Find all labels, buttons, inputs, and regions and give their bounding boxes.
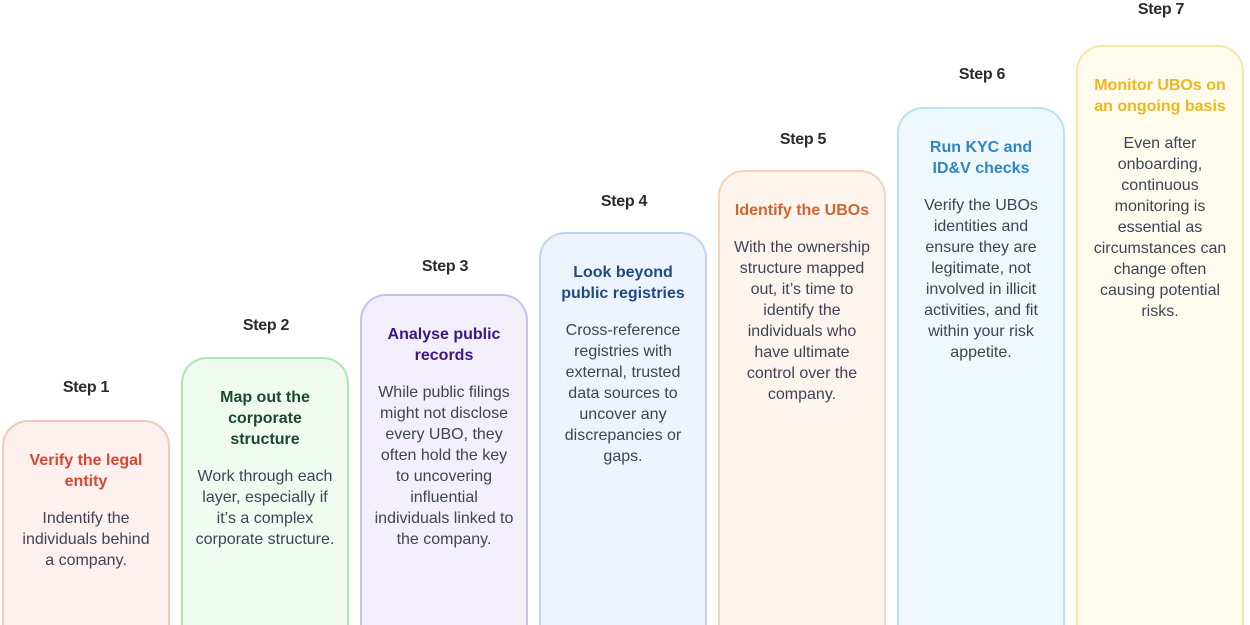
step-1-label: Step 1 <box>62 379 110 396</box>
step-3-card: Analyse public records While public fili… <box>360 294 528 625</box>
step-5-card: Identify the UBOs With the ownership str… <box>718 170 886 625</box>
step-7-title: Monitor UBOs on an ongoing basis <box>1094 77 1226 115</box>
step-1-title: Verify the legal entity <box>29 452 143 490</box>
step-6-description: Verify the UBOs identities and ensure th… <box>924 197 1038 361</box>
step-2-description: Work through each layer, especially if i… <box>195 468 335 548</box>
step-3-title: Analyse public records <box>387 326 501 364</box>
step-3-label: Step 3 <box>421 258 469 275</box>
step-4-label: Step 4 <box>600 193 648 210</box>
step-1-description: Indentify the individuals behind a compa… <box>22 510 150 569</box>
step-5-label: Step 5 <box>779 131 827 148</box>
step-7-label: Step 7 <box>1137 1 1185 18</box>
step-3-description: While public filings might not disclose … <box>374 384 514 548</box>
step-7-description: Even after onboarding, continuous monito… <box>1093 135 1227 320</box>
step-2-title: Map out the corporate structure <box>220 389 310 448</box>
step-6-title: Run KYC and ID&V checks <box>929 139 1033 177</box>
step-4-description: Cross-reference registries with external… <box>564 322 682 465</box>
step-2-label: Step 2 <box>242 317 290 334</box>
step-4-card: Look beyond public registries Cross-refe… <box>539 232 707 625</box>
step-5-description: With the ownership structure mapped out,… <box>733 239 871 403</box>
step-2-card: Map out the corporate structure Work thr… <box>181 357 349 625</box>
step-6-label: Step 6 <box>958 66 1006 83</box>
step-4-title: Look beyond public registries <box>561 264 685 302</box>
step-6-card: Run KYC and ID&V checks Verify the UBOs … <box>897 107 1065 625</box>
step-1-card: Verify the legal entity Indentify the in… <box>2 420 170 625</box>
step-5-title: Identify the UBOs <box>734 202 870 219</box>
step-7-card: Monitor UBOs on an ongoing basis Even af… <box>1076 45 1244 625</box>
